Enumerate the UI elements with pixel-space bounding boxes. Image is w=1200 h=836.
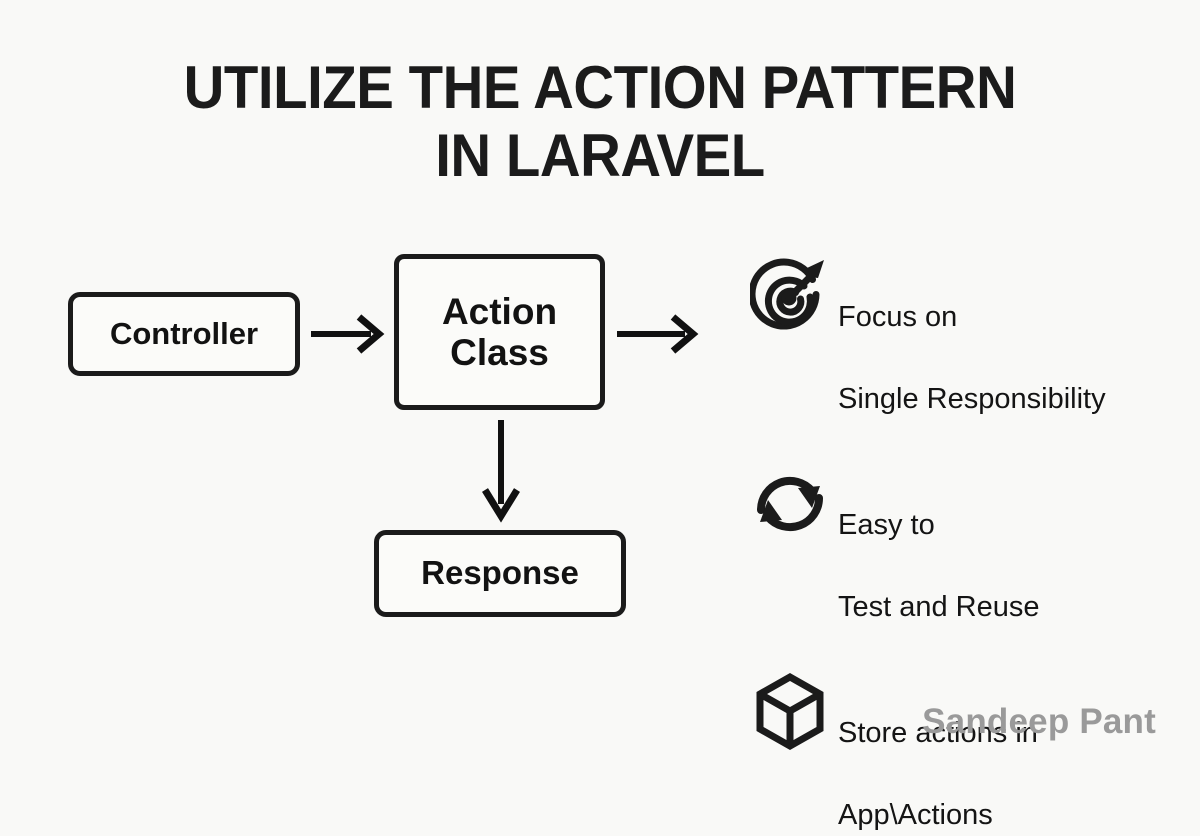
author-signature: Sandeep Pant [922,702,1156,741]
benefit-item-single-responsibility-text: Focus on Single Responsibility [838,250,1182,420]
diagram-canvas: UTILIZE THE ACTION PATTERN IN LARAVEL Co… [36,54,1164,831]
benefit-item-test-and-reuse: Easy to Test and Reuse [742,458,1182,628]
cube-icon [742,666,838,758]
benefit-line-1: Focus on [838,301,958,333]
refresh-cycle-icon [742,458,838,550]
benefits-list: Focus on Single Responsibility Easy to T… [742,250,1182,836]
benefit-line-2: Test and Reuse [838,591,1040,623]
benefit-item-test-and-reuse-text: Easy to Test and Reuse [838,458,1182,628]
flow-node-response[interactable]: Response [374,530,626,617]
arrow-down-icon-action-to-response [482,420,520,523]
flow-node-response-label: Response [421,554,579,592]
flow-node-controller-label: Controller [109,315,259,351]
arrow-right-icon-action-to-benefits [617,314,699,354]
flow-node-action-class[interactable]: Action Class [394,254,605,410]
page-title-line-1: UTILIZE THE ACTION PATTERN [183,54,1017,121]
benefit-item-store-actions-text: Store actions in App\Actions [838,666,1182,836]
page-title: UTILIZE THE ACTION PATTERN IN LARAVEL [36,54,1164,190]
benefit-item-store-actions: Store actions in App\Actions [742,666,1182,836]
target-icon [742,250,838,342]
arrow-right-icon-controller-to-action [311,314,385,354]
flow-node-controller[interactable]: Controller [68,292,300,376]
flow-node-action-class-label: Action Class [441,290,558,373]
page-title-line-2: IN LARAVEL [435,122,765,189]
benefit-item-single-responsibility: Focus on Single Responsibility [742,250,1182,420]
benefit-line-1: Store actions in [838,717,1038,749]
benefit-line-2: App\Actions [838,799,993,831]
benefit-line-2: Single Responsibility [838,383,1106,415]
benefit-line-1: Easy to [838,509,935,541]
